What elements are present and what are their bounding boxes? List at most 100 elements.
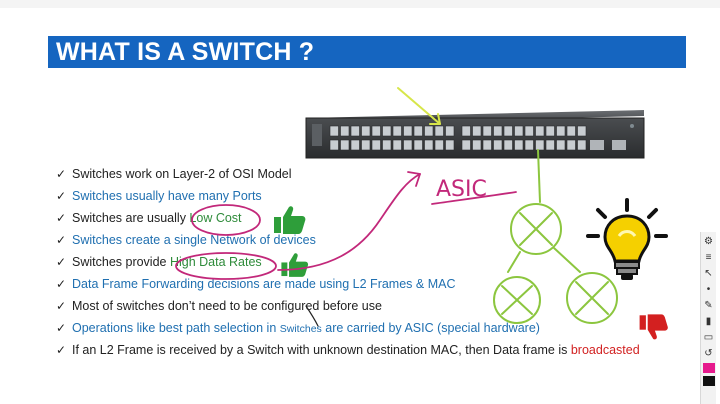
text-run: Switches are usually: [72, 211, 190, 225]
switch-port: [424, 139, 434, 151]
switch-port: [514, 139, 524, 151]
text-run: Operations like best path selection in: [72, 321, 280, 335]
bullet-text: Most of switches don’t need to be config…: [72, 299, 382, 313]
bullet-item: ✓ Data Frame Forwarding decisions are mad…: [56, 273, 696, 295]
switch-port: [340, 139, 350, 151]
emphasis-small: Switches: [279, 323, 322, 335]
bullet-text: If an L2 Frame is received by a Switch w…: [72, 343, 640, 357]
check-icon: ✓: [56, 255, 67, 269]
color-magenta-swatch[interactable]: [702, 363, 715, 373]
switch-port: [329, 139, 339, 151]
switch-port: [403, 125, 413, 137]
switch-port: [382, 139, 392, 151]
switch-port: [329, 125, 339, 137]
bullet-text: Switches are usually Low Cost: [72, 211, 242, 225]
text-run: Switches create a single Network of devi…: [72, 233, 316, 247]
switch-port: [371, 139, 381, 151]
emphasis-red: broadcasted: [570, 343, 640, 357]
switch-port: [514, 125, 524, 137]
switch-port: [434, 139, 444, 151]
switch-port: [545, 139, 555, 151]
check-icon: ✓: [56, 211, 67, 225]
emphasis-green: Low Cost: [189, 211, 242, 225]
bullet-item: ✓ Switches usually have many Ports: [56, 185, 696, 207]
switch-port: [461, 139, 471, 151]
switch-port: [482, 139, 492, 151]
switch-port: [503, 125, 513, 137]
switch-port: [577, 125, 587, 137]
thumbs-up-icon: [274, 206, 306, 234]
switch-port: [392, 139, 402, 151]
switch-port: [413, 125, 423, 137]
bullet-text: Switches provide High Data Rates: [72, 255, 262, 269]
switch-port: [556, 139, 566, 151]
bullet-item: ✓ If an L2 Frame is received by a Switch …: [56, 339, 696, 361]
settings-icon[interactable]: ⚙: [704, 236, 713, 247]
pen-toolbar: ⚙ ≡ ↖ • ✎ ▮ ▭ ↺: [700, 232, 716, 404]
switch-port: [434, 125, 444, 137]
text-run: Most of switches don’t need to be config…: [72, 299, 382, 313]
switch-port: [371, 125, 381, 137]
light-bulb-icon: [586, 198, 668, 280]
color-black-swatch[interactable]: [702, 376, 715, 386]
pen-icon[interactable]: ✎: [704, 300, 713, 311]
bullet-item: ✓Most of switches don’t need to be confi…: [56, 295, 696, 317]
text-run: If an L2 Frame is received by a Switch w…: [72, 343, 571, 357]
switch-port: [524, 139, 534, 151]
switch-port: [472, 125, 482, 137]
switch-port: [577, 139, 587, 151]
check-icon: ✓: [56, 167, 67, 181]
dot-icon[interactable]: •: [706, 284, 711, 295]
bullet-text: Switches create a single Network of devi…: [72, 233, 316, 247]
switch-port: [361, 125, 371, 137]
bullet-text: Data Frame Forwarding decisions are made…: [72, 277, 455, 291]
eraser-icon[interactable]: ▭: [703, 332, 714, 343]
switch-port: [524, 125, 534, 137]
cursor-icon[interactable]: ↖: [704, 268, 713, 279]
switch-port: [382, 125, 392, 137]
menu-icon[interactable]: ≡: [705, 252, 712, 263]
slide-title: WHAT IS A SWITCH ?: [48, 36, 686, 68]
bullet-text: Switches usually have many Ports: [72, 189, 262, 203]
switch-port: [566, 139, 576, 151]
text-run: Switches provide: [72, 255, 170, 269]
switch-port: [472, 139, 482, 151]
switch-port: [361, 139, 371, 151]
switch-port: [482, 125, 492, 137]
bullet-text: Switches work on Layer-2 of OSI Model: [72, 167, 292, 181]
highlighter-icon[interactable]: ▮: [705, 316, 712, 327]
bullet-list: ✓ Switches work on Layer-2 of OSI Model ✓ S…: [56, 163, 696, 361]
bullet-item: ✓ Switches work on Layer-2 of OSI Model: [56, 163, 696, 185]
switch-port: [493, 139, 503, 151]
switch-port: [403, 139, 413, 151]
switch-port: [556, 125, 566, 137]
window-top-strip: [0, 0, 720, 8]
text-run: Switches usually have many Ports: [72, 189, 262, 203]
switch-port: [424, 125, 434, 137]
switch-port: [493, 125, 503, 137]
switch-port: [350, 125, 360, 137]
switch-port: [340, 125, 350, 137]
switch-port: [566, 125, 576, 137]
check-icon: ✓: [56, 343, 67, 357]
bullet-item: ✓ Operations like best path selection in …: [56, 317, 696, 339]
check-icon: ✓: [56, 189, 67, 203]
check-icon: ✓: [56, 233, 67, 247]
bullet-item: ✓ Switches create a single Network of dev…: [56, 229, 696, 251]
switch-port: [392, 125, 402, 137]
switch-port: [503, 139, 513, 151]
bullet-text: Operations like best path selection in S…: [72, 321, 540, 335]
undo-icon[interactable]: ↺: [704, 348, 713, 359]
switch-port: [461, 125, 471, 137]
switch-port: [350, 139, 360, 151]
switch-port: [535, 125, 545, 137]
thumbs-up-icon: [281, 253, 309, 277]
thumbs-down-icon: [639, 314, 668, 340]
emphasis-green: High Data Rates: [169, 255, 262, 269]
check-icon: ✓: [56, 277, 67, 291]
text-run: Switches work on Layer-2 of OSI Model: [72, 167, 292, 181]
switch-port: [445, 125, 455, 137]
check-icon: ✓: [56, 321, 67, 335]
switch-port: [545, 125, 555, 137]
switch-port: [535, 139, 545, 151]
